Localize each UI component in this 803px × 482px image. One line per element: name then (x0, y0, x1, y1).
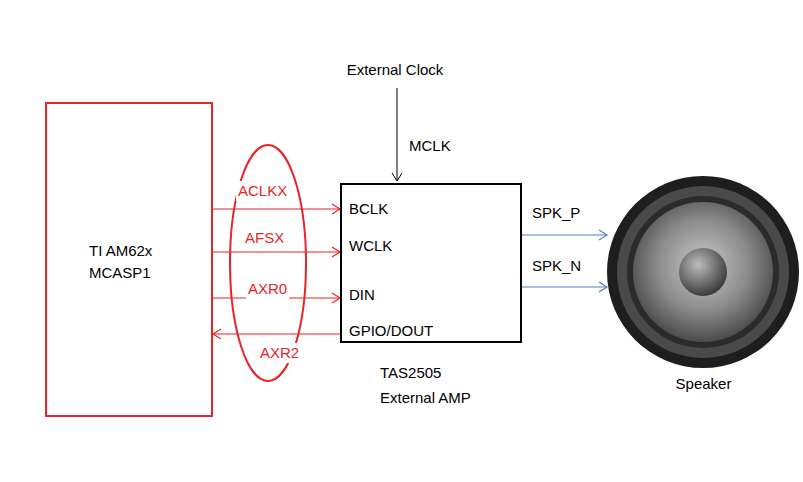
speaker-surround-inner (627, 196, 779, 348)
arrow-head (213, 329, 221, 339)
arrow-head (332, 204, 340, 214)
signal-group-ellipse (230, 145, 306, 381)
connector-line (213, 208, 340, 209)
pin-name: WCLK (347, 236, 394, 256)
speaker-caption: Speaker (607, 374, 800, 394)
arrow-head (599, 282, 607, 292)
speaker-illustration (607, 172, 800, 370)
signal-connector (522, 282, 607, 292)
connector-line (213, 333, 340, 334)
signal-label: ACLKX (236, 181, 289, 201)
pin-name: BCLK (347, 199, 390, 219)
signal-label: AXR2 (258, 343, 301, 363)
speaker-dust-cap (679, 248, 727, 296)
clock-source-label: External Clock (345, 60, 446, 80)
arrow-head (599, 230, 607, 240)
connector-line (522, 234, 607, 235)
connector-line (213, 251, 340, 252)
signal-label: AFSX (243, 228, 286, 248)
signal-label: SPK_N (530, 256, 583, 276)
speaker: Speaker (607, 172, 800, 370)
clock-arrow-head (392, 173, 402, 181)
signal-label: AXR0 (246, 279, 289, 299)
pin-name: GPIO/DOUT (347, 321, 435, 341)
block-caption: TAS2505 External AMP (380, 360, 492, 410)
arrow-head (332, 247, 340, 257)
clock-leader-line (397, 88, 398, 181)
speaker-cone (633, 202, 773, 342)
speaker-surround (617, 186, 789, 358)
connector-line (522, 286, 607, 287)
signal-connector (522, 230, 607, 240)
block-title: TI AM62x MCASP1 (89, 240, 169, 284)
arrow-head (332, 293, 340, 303)
signal-label: SPK_P (530, 203, 582, 223)
pin-name: DIN (347, 285, 377, 305)
signal-connector (213, 204, 340, 214)
signal-name: MCLK (407, 136, 453, 156)
signal-connector (213, 247, 340, 257)
speaker-frame (607, 176, 799, 368)
soc-block: TI AM62x MCASP1 (45, 102, 213, 417)
signal-connector (213, 329, 340, 339)
